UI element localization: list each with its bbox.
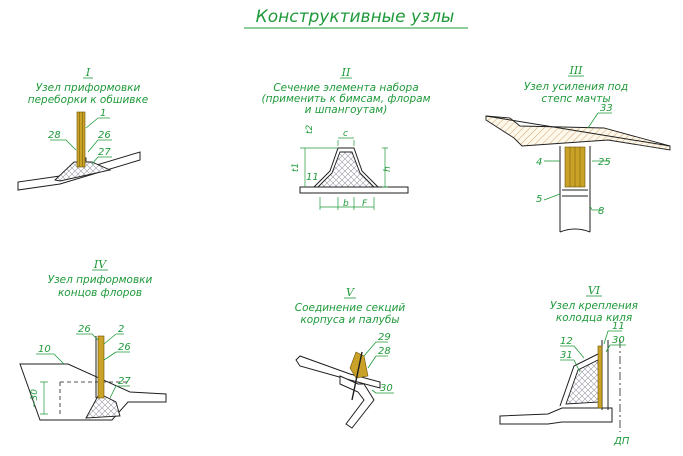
node-1-caption-line-2: переборки к обшивке	[28, 94, 149, 106]
node-4-label-27: 27	[118, 376, 131, 387]
node-6-label-30: 30	[612, 335, 625, 346]
node-3-label-8: 8	[598, 206, 604, 217]
node-5-hull-side	[339, 375, 375, 429]
node-2-section: II Сечение элемента набора (применить к …	[262, 66, 431, 210]
node-4-floor-wood	[97, 335, 105, 399]
node-1-roman: I	[85, 66, 91, 79]
node-3-label-5: 5	[536, 194, 542, 205]
node-6-wood	[597, 345, 603, 409]
node-4-label-26: 26	[118, 342, 131, 353]
node-3-label-4: 4	[536, 157, 542, 168]
node-4-caption-line-1: Узел приформовки	[48, 274, 153, 286]
node-5-caption-line-2: корпуса и палубы	[300, 314, 399, 326]
node-4-fillet	[85, 395, 121, 419]
node-1-label-27: 27	[98, 147, 111, 158]
node-6-label-31: 31	[560, 350, 573, 361]
node-2-hat-core	[316, 151, 376, 188]
node-5-deck	[295, 355, 381, 389]
node-6-fillet	[565, 359, 601, 405]
node-4-caption-line-2: концов флоров	[58, 287, 142, 299]
node-2-dim-h: h	[383, 166, 393, 172]
node-2-base-plate	[299, 186, 409, 194]
node-2-caption-line-2: (применить к бимсам, флорам	[262, 93, 431, 105]
node-6-keel-trunk: VI Узел крепления колодца киля 11 12 30 …	[499, 284, 638, 447]
node-2-label-11: 11	[306, 172, 319, 183]
node-4-hull	[19, 363, 167, 421]
node-1-label-26: 26	[98, 130, 111, 141]
node-3-label-25: 25	[598, 157, 611, 168]
node-4-dim-30: ~30	[30, 389, 40, 408]
node-6-label-12: 12	[560, 336, 573, 347]
node-5-deck-joint: V Соединение секций корпуса и палубы 29 …	[295, 286, 406, 429]
node-2-dim-b: b	[343, 199, 349, 209]
node-2-caption-line-3: и шпангоутам)	[305, 104, 388, 116]
node-3-label-33: 33	[600, 103, 613, 114]
node-6-label-dp: ДП	[613, 436, 630, 447]
node-6-label-11: 11	[612, 321, 625, 332]
node-1-bulkhead-wood	[76, 111, 86, 168]
node-3-mast-step: III Узел усиления под степс мачты 33 4 2…	[485, 64, 671, 233]
node-3-caption-line-2: степс мачты	[541, 93, 610, 105]
node-6-roman: VI	[588, 284, 601, 297]
node-4-label-2: 2	[118, 324, 124, 335]
node-2-dim-t1: t1	[291, 163, 301, 172]
node-2-roman: II	[341, 66, 351, 79]
node-4-roman: IV	[93, 258, 107, 271]
node-5-label-29: 29	[378, 332, 391, 343]
sheet-title-group: Конструктивные узлы	[244, 7, 468, 29]
node-6-caption-line-2: колодца киля	[556, 312, 632, 324]
node-5-label-30: 30	[380, 383, 393, 394]
node-3-roman: III	[568, 64, 583, 77]
node-5-label-28: 28	[378, 346, 391, 357]
node-2-dim-t2: t2	[305, 124, 315, 134]
node-2-dim-c: c	[343, 129, 348, 139]
node-1-label-1: 1	[100, 108, 106, 119]
node-1-label-28: 28	[48, 130, 61, 141]
node-4-floor-ends: IV Узел приформовки концов флоров 26 2 1…	[19, 258, 167, 421]
node-5-caption-line-1: Соединение секций	[295, 302, 406, 314]
node-2-caption-line-1: Сечение элемента набора	[273, 82, 418, 94]
node-1-bulkhead: I Узел приформовки переборки к обшивке 2…	[17, 66, 149, 191]
node-3-deck-reinforcement	[485, 115, 671, 151]
node-2-dim-f: F	[362, 199, 368, 209]
node-3-caption-line-1: Узел усиления под	[524, 81, 628, 93]
node-6-hull	[499, 407, 613, 425]
sheet-title: Конструктивные узлы	[256, 7, 455, 27]
node-6-caption-line-1: Узел крепления	[550, 300, 638, 312]
node-5-roman: V	[346, 286, 355, 299]
node-1-caption-line-1: Узел приформовки	[36, 82, 141, 94]
node-4-label-10: 10	[38, 344, 51, 355]
node-4-label-26-top: 26	[78, 324, 91, 335]
